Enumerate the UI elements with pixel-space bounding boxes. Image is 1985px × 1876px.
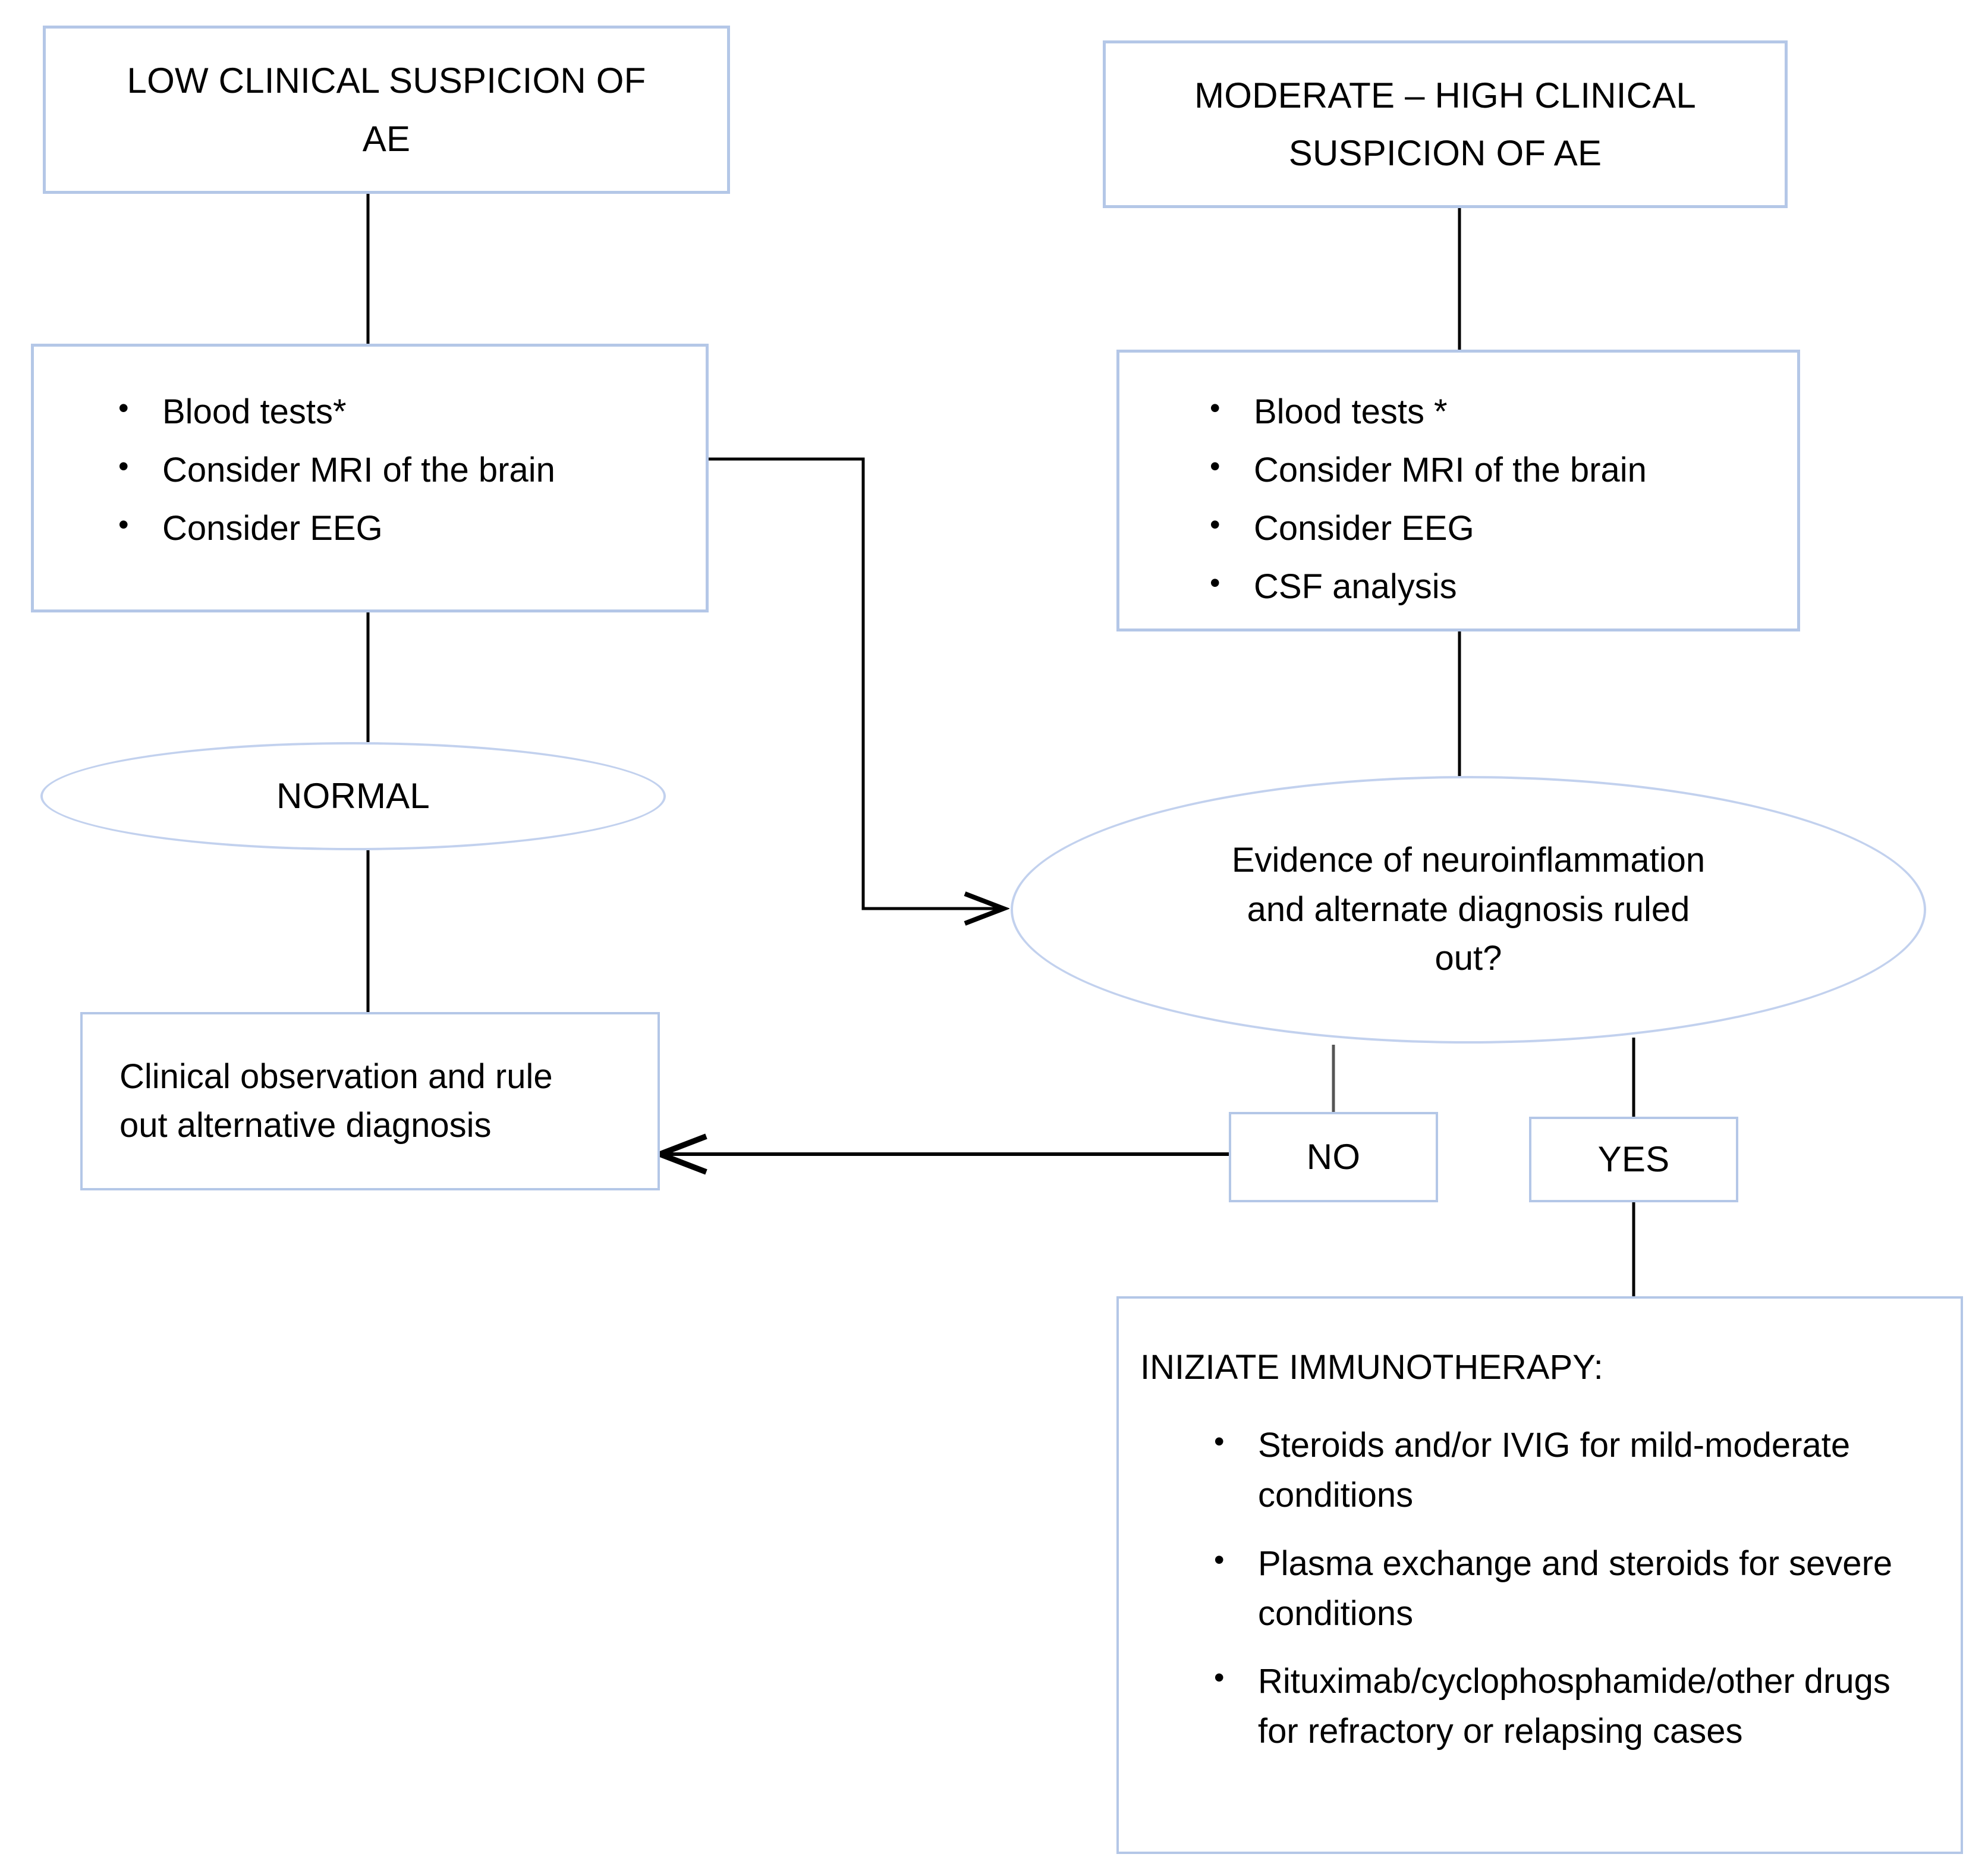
normal-label: NORMAL <box>276 776 430 816</box>
list-item: Steroids and/or IVIG for mild-moderate c… <box>1206 1419 1919 1520</box>
low-suspicion-line-1: LOW CLINICAL SUSPICION OF <box>127 61 646 101</box>
clinical-observation-line-2: out alternative diagnosis <box>119 1106 492 1145</box>
node-initiate-immunotherapy[interactable]: INIZIATE IMMUNOTHERAPY: Steroids and/or … <box>1116 1296 1963 1854</box>
node-normal-outcome[interactable]: NORMAL <box>40 742 666 850</box>
list-item: Rituximab/cyclophosphamide/other drugs f… <box>1206 1655 1919 1756</box>
low-workup-bullet-list: Blood tests* Consider MRI of the brain C… <box>110 386 706 554</box>
node-low-suspicion-workup[interactable]: Blood tests* Consider MRI of the brain C… <box>31 344 709 612</box>
connector-low-workup-to-decision <box>709 457 1003 909</box>
node-decision-yes[interactable]: YES <box>1529 1117 1738 1202</box>
list-item: Consider EEG <box>110 502 706 554</box>
decision-yes-label: YES <box>1597 1139 1670 1180</box>
immunotherapy-bullet-list: Steroids and/or IVIG for mild-moderate c… <box>1206 1419 1919 1756</box>
node-neuroinflammation-decision[interactable]: Evidence of neuroinflammation and altern… <box>1011 776 1926 1044</box>
list-item: Blood tests* <box>110 386 706 437</box>
node-decision-no[interactable]: NO <box>1229 1112 1438 1202</box>
low-suspicion-line-2: AE <box>362 118 411 159</box>
list-item: Plasma exchange and steroids for severe … <box>1206 1538 1919 1639</box>
clinical-observation-line-1: Clinical observation and rule <box>119 1057 553 1096</box>
node-moderate-high-clinical-suspicion[interactable]: MODERATE – HIGH CLINICAL SUSPICION OF AE <box>1103 40 1788 208</box>
high-suspicion-line-2: SUSPICION OF AE <box>1288 133 1602 173</box>
list-item: CSF analysis <box>1201 561 1797 612</box>
high-workup-bullet-list: Blood tests * Consider MRI of the brain … <box>1201 386 1797 612</box>
node-high-suspicion-workup[interactable]: Blood tests * Consider MRI of the brain … <box>1116 350 1800 631</box>
decision-line-1: Evidence of neuroinflammation <box>1231 841 1706 880</box>
decision-no-label: NO <box>1306 1137 1361 1177</box>
list-item: Consider EEG <box>1201 502 1797 554</box>
node-clinical-observation[interactable]: Clinical observation and rule out altern… <box>80 1012 660 1190</box>
immunotherapy-heading: INIZIATE IMMUNOTHERAPY: <box>1140 1348 1603 1387</box>
decision-line-3: out? <box>1435 939 1502 978</box>
list-item: Consider MRI of the brain <box>110 444 706 495</box>
high-suspicion-line-1: MODERATE – HIGH CLINICAL <box>1194 75 1696 115</box>
list-item: Consider MRI of the brain <box>1201 444 1797 495</box>
list-item: Blood tests * <box>1201 386 1797 437</box>
decision-line-2: and alternate diagnosis ruled <box>1247 890 1690 929</box>
node-low-clinical-suspicion[interactable]: LOW CLINICAL SUSPICION OF AE <box>43 26 730 194</box>
